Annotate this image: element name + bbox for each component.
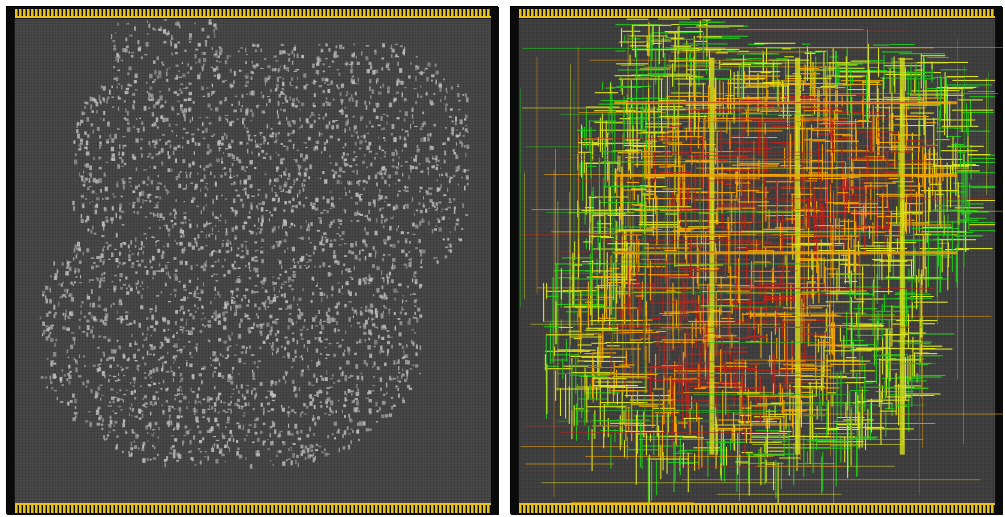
placement-view-panel: [6, 6, 499, 515]
congestion-bands: [614, 57, 957, 455]
routing-congestion-view-panel: [510, 6, 1003, 515]
placed-cells: [39, 19, 470, 469]
routing-grid: [14, 18, 491, 503]
routing-congestion-view-image: [511, 7, 1003, 515]
io-pad-row: [15, 9, 491, 513]
io-pad-row: [519, 9, 995, 513]
global-wires: [520, 21, 1003, 503]
placement-view-image: [7, 7, 499, 515]
